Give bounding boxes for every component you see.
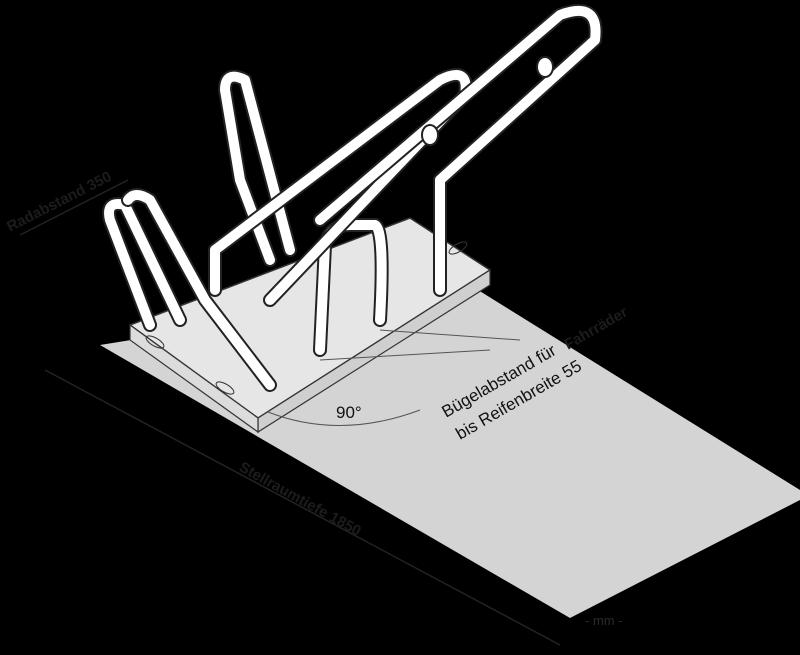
rack-tubes xyxy=(102,4,603,392)
plate-slot xyxy=(215,381,235,395)
base-plate-front xyxy=(129,323,259,434)
unit-label: - mm - xyxy=(585,613,623,628)
dimension-line-depth xyxy=(44,369,561,646)
bar-spacing-label-hidden: Fahrräder xyxy=(562,304,631,354)
plate-slot xyxy=(145,335,165,349)
angle-label: 90° xyxy=(336,403,362,422)
plate-slot xyxy=(448,241,468,255)
extension-line xyxy=(379,329,521,341)
wheel-spacing-label: Radabstand 350 xyxy=(4,168,114,235)
angle-arc xyxy=(267,409,421,426)
dimension-line-wheel-spacing xyxy=(19,179,129,236)
extension-line xyxy=(319,349,491,361)
